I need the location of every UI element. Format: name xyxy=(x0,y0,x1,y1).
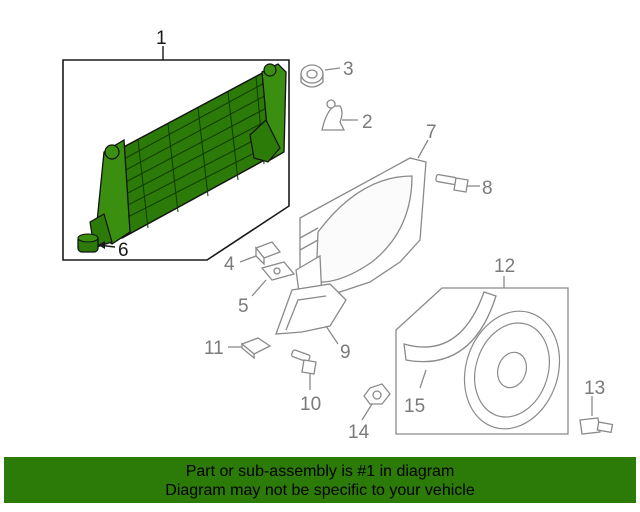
callout-9: 9 xyxy=(340,342,351,363)
part-12-box xyxy=(395,287,569,435)
callout-6-arrow xyxy=(98,241,105,249)
callout-1: 1 xyxy=(156,28,167,49)
radiator-assembly-group xyxy=(62,46,290,261)
callout-4-leader xyxy=(239,255,257,263)
callout-3: 3 xyxy=(343,59,354,80)
callout-2: 2 xyxy=(362,112,373,133)
callout-15-leader xyxy=(419,369,427,389)
part-9-deflector xyxy=(275,283,347,335)
part-12-fan-assembly xyxy=(395,276,569,435)
callout-14: 14 xyxy=(348,422,370,443)
part-10-bolt xyxy=(291,349,317,375)
radiator-fitting-left xyxy=(104,144,120,160)
info-banner: Part or sub-assembly is #1 in diagram Di… xyxy=(4,457,636,503)
part-8-bolt xyxy=(435,173,469,193)
callout-11: 11 xyxy=(204,338,224,359)
callout-15: 15 xyxy=(404,396,425,417)
radiator-bracket-right xyxy=(249,119,281,163)
banner-line-2: Diagram may not be specific to your vehi… xyxy=(165,482,475,499)
callout-14-leader xyxy=(361,403,373,421)
fan-blade xyxy=(463,310,561,430)
callout-8: 8 xyxy=(482,178,493,199)
callout-5: 5 xyxy=(238,296,249,317)
callout-10: 10 xyxy=(300,394,321,415)
callout-13: 13 xyxy=(584,378,605,399)
part-3-bushing xyxy=(300,64,324,88)
part-2-clip xyxy=(321,99,346,131)
part-14-nut xyxy=(363,383,391,405)
banner-line-1: Part or sub-assembly is #1 in diagram xyxy=(185,463,455,480)
part-6-mount xyxy=(77,233,99,253)
part-15-seal xyxy=(403,291,497,363)
callout-7: 7 xyxy=(426,122,437,143)
callout-12: 12 xyxy=(494,256,515,277)
callout-6: 6 xyxy=(118,240,129,261)
part-5-retainer xyxy=(260,261,296,281)
part-4-nut xyxy=(254,241,282,266)
part-13-stud xyxy=(579,417,614,435)
callout-7-leader xyxy=(417,139,429,159)
callout-5-leader xyxy=(251,279,267,297)
callout-9-leader xyxy=(325,325,339,345)
radiator-fitting-top xyxy=(263,63,277,77)
part-11-clip xyxy=(240,337,272,360)
parts-diagram: 1 2 3 4 5 6 7 8 9 10 11 12 13 14 15 xyxy=(62,28,614,443)
callout-3-leader xyxy=(324,67,341,71)
callout-4: 4 xyxy=(224,254,235,275)
part-1-box xyxy=(62,59,290,261)
part-7-fan-shroud xyxy=(295,157,427,301)
